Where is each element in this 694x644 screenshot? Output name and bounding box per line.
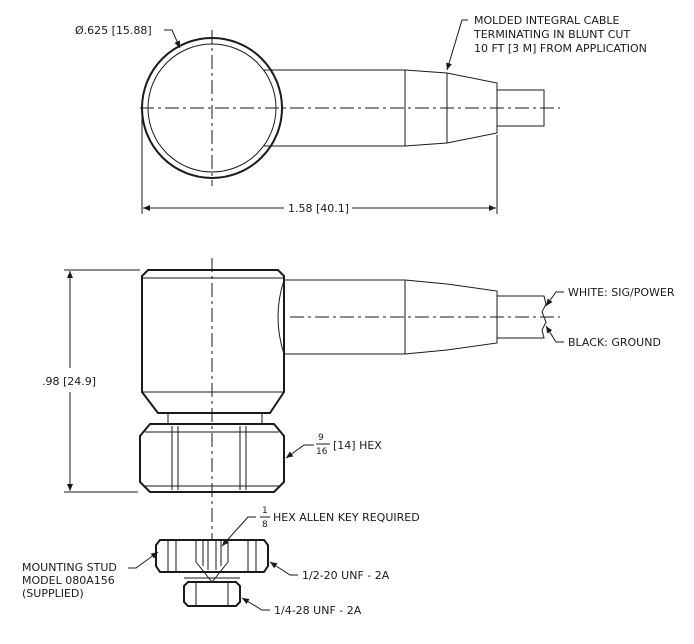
cable-note-line-3: 10 FT [3 M] FROM APPLICATION (474, 42, 647, 55)
stud-label: MOUNTING STUD MODEL 080A156 (SUPPLIED) (22, 561, 120, 600)
black-wire-label: BLACK: GROUND (568, 336, 661, 349)
hex-leader (285, 444, 314, 459)
top-view: Ø.625 [15.88] MOLDED INTEGRAL CABLE TERM… (75, 14, 647, 215)
allen-label: HEX ALLEN KEY REQUIRED (273, 511, 420, 524)
hex-label: [14] HEX (333, 439, 382, 452)
black-wire-leader (545, 325, 564, 343)
thread-upper-leader (269, 561, 298, 576)
stud-label-line-2: MODEL 080A156 (22, 574, 115, 587)
hex-nut (139, 423, 285, 493)
thread-lower-label: 1/4-28 UNF - 2A (274, 604, 362, 617)
side-view: .98 [24.9] WHITE: SIG/POWER BLACK: GROUN… (42, 258, 675, 540)
stud-label-line-1: MOUNTING STUD (22, 561, 117, 574)
stud-upper-body (155, 539, 269, 573)
cable-note: MOLDED INTEGRAL CABLE TERMINATING IN BLU… (473, 14, 647, 55)
diameter-leader (164, 29, 181, 49)
stud-label-line-3: (SUPPLIED) (22, 587, 84, 600)
stud-lower-body (183, 581, 241, 607)
housing-body-side (141, 269, 285, 414)
white-wire-label: WHITE: SIG/POWER (568, 286, 675, 299)
allen-fraction-denominator: 8 (262, 520, 268, 530)
white-wire-leader (545, 291, 564, 307)
hex-fraction-numerator: 9 (318, 433, 324, 443)
height-label: .98 [24.9] (42, 375, 96, 388)
housing-neck (167, 413, 263, 425)
cable-note-line-1: MOLDED INTEGRAL CABLE (474, 14, 620, 27)
hex-fraction-denominator: 16 (316, 447, 328, 457)
diameter-label: Ø.625 [15.88] (75, 24, 152, 37)
allen-leader (221, 516, 256, 547)
allen-socket (195, 540, 229, 583)
allen-fraction-numerator: 1 (262, 506, 268, 516)
cable-strain-relief-side (277, 279, 498, 355)
stud-leader (128, 551, 159, 569)
cable-note-line-2: TERMINATING IN BLUNT CUT (473, 28, 630, 41)
thread-lower-leader (241, 597, 270, 611)
cable-note-leader (446, 19, 468, 71)
mounting-stud-view: 1 8 HEX ALLEN KEY REQUIRED MOUNTING STUD… (22, 506, 420, 617)
thread-upper-label: 1/2-20 UNF - 2A (302, 569, 390, 582)
length-label: 1.58 [40.1] (288, 202, 349, 215)
